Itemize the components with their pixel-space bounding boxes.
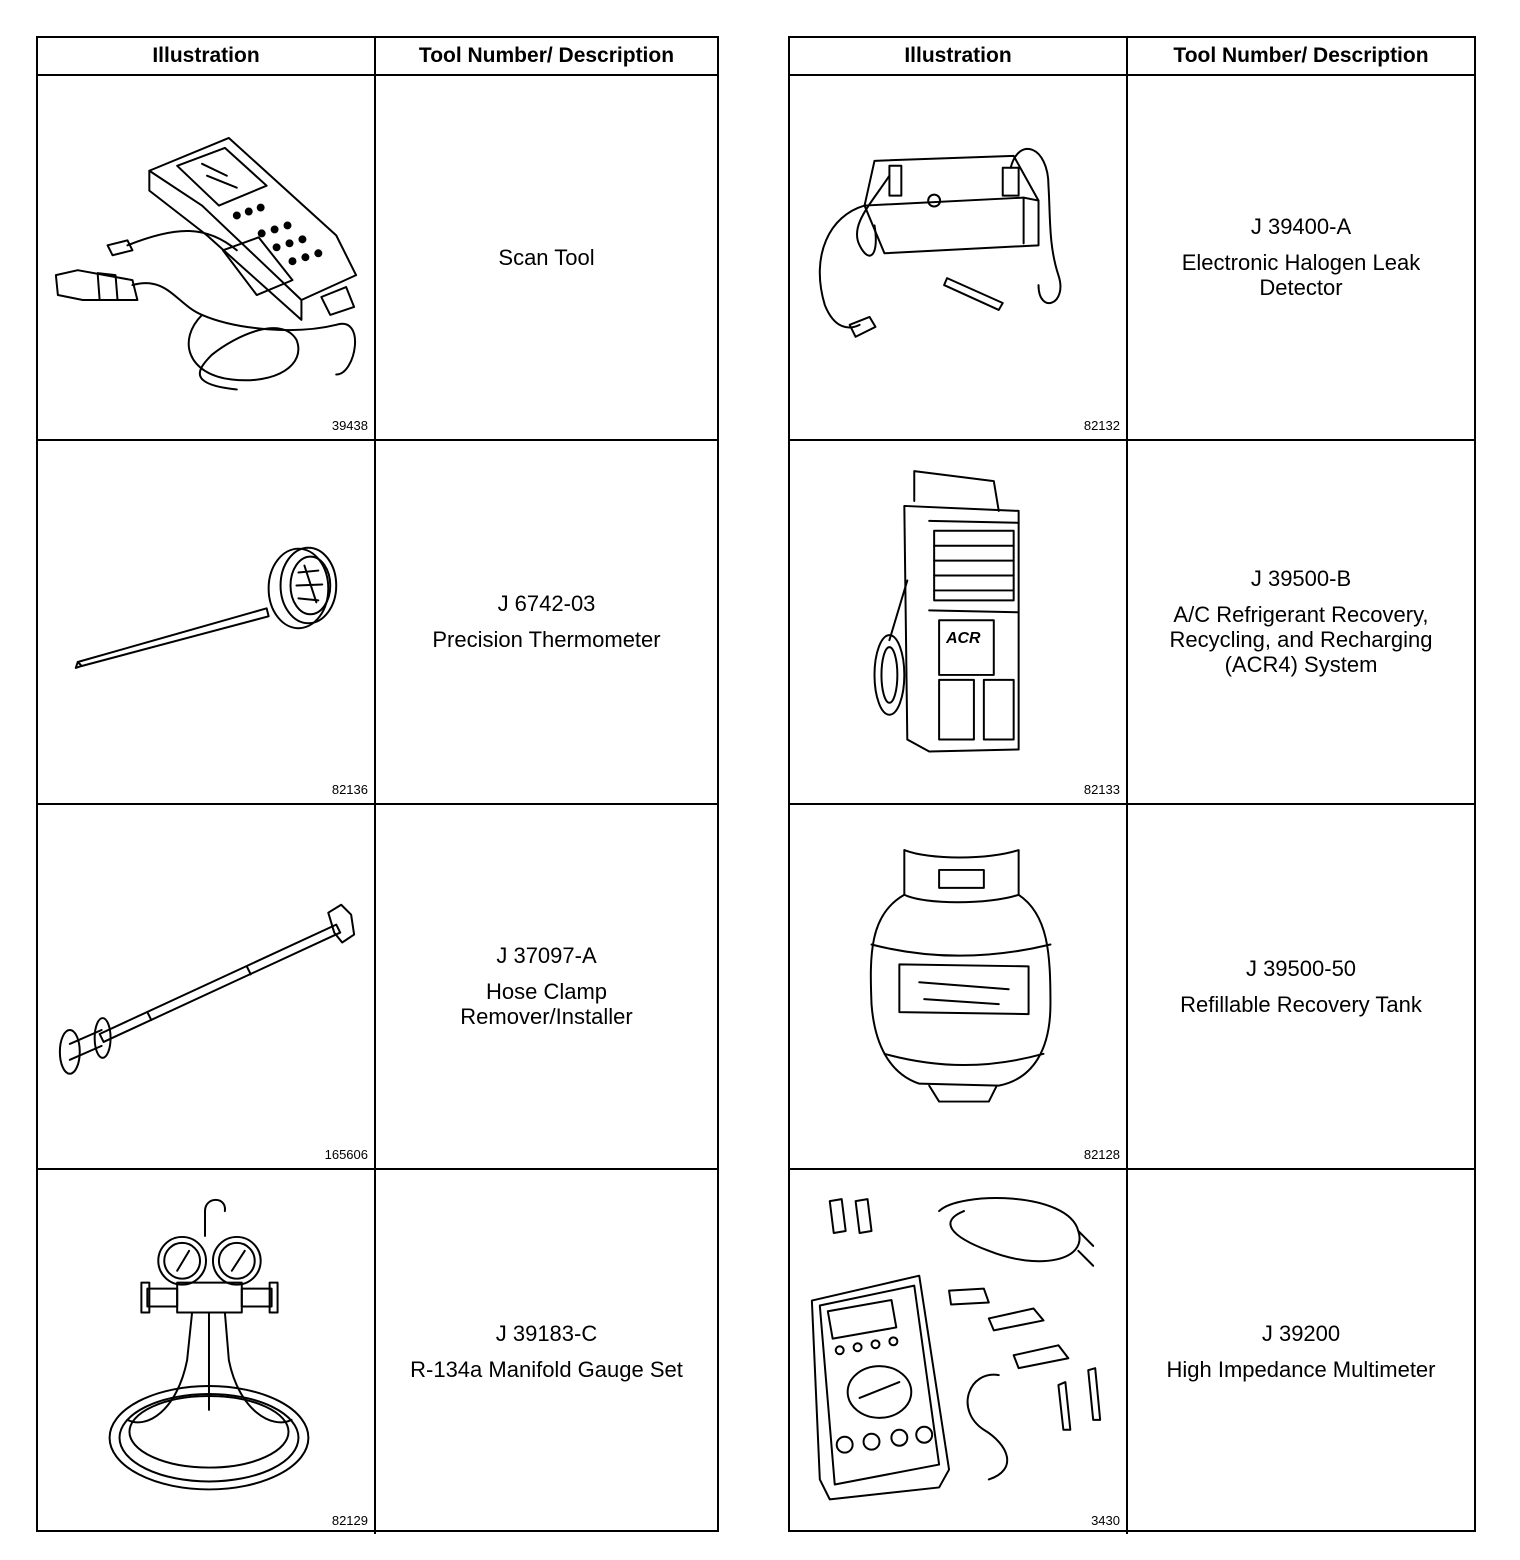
tool-description-cell: J 39500-50 Refillable Recovery Tank [1128, 805, 1474, 1168]
header-tool-description: Tool Number/ Description [1173, 44, 1429, 67]
illustration-cell: 165606 [38, 805, 376, 1168]
table-row: ACR 82133 J 39500-B A/C Refrigerant Reco… [790, 440, 1474, 805]
tool-number: J 39500-B [1250, 566, 1352, 592]
tool-number: J 39400-A [1250, 214, 1352, 240]
tools-table-right: Illustration Tool Number/ Description 82… [788, 36, 1476, 1535]
illustration-cell: 39438 [38, 76, 376, 439]
acr4-station-icon: ACR [873, 469, 1020, 752]
tool-number: J 39183-C [495, 1321, 598, 1347]
thermometer-icon [74, 546, 338, 669]
figure-number: 82129 [331, 1513, 368, 1528]
illustration-cell: 82129 [38, 1169, 376, 1534]
illustration-cell: ACR 82133 [790, 440, 1128, 803]
figure-number: 3430 [1091, 1513, 1120, 1528]
tool-name: High Impedance Multimeter [1166, 1357, 1436, 1383]
tool-name: Scan Tool [498, 244, 595, 270]
figure-number: 82133 [1083, 782, 1120, 797]
manifold-gauge-icon [108, 1198, 310, 1490]
recovery-tank-icon [869, 849, 1052, 1103]
table-row: 165606 J 37097-A Hose Clamp Remover/Inst… [38, 805, 717, 1170]
header-illustration: Illustration [790, 38, 1128, 74]
tool-description-cell: J 37097-A Hose Clamp Remover/Installer [376, 805, 717, 1168]
table-header: Illustration Tool Number/ Description [790, 38, 1474, 76]
tools-table-left: Illustration Tool Number/ Description [36, 36, 719, 1535]
figure-number: 82136 [331, 782, 368, 797]
illustration-cell: 82132 [790, 76, 1128, 439]
tool-name: A/C Refrigerant Recovery, Recycling, and… [1169, 602, 1433, 678]
tool-number: J 39200 [1261, 1321, 1341, 1347]
multimeter-icon [810, 1196, 1102, 1500]
figure-number: 39438 [331, 417, 368, 433]
tool-name: Refillable Recovery Tank [1180, 991, 1422, 1017]
hose-clamp-tool-icon [58, 903, 356, 1075]
illustration-cell: 82128 [790, 805, 1128, 1168]
tool-number: J 37097-A [496, 943, 597, 969]
tool-description-cell: Scan Tool [376, 76, 717, 439]
tool-number: J 6742-03 [497, 591, 596, 617]
tool-name: Precision Thermometer [432, 627, 661, 653]
leak-detector-icon [818, 148, 1062, 338]
table-row: 82128 J 39500-50 Refillable Recovery Tan… [790, 805, 1474, 1170]
tool-number: J 39500-50 [1245, 955, 1357, 981]
figure-number: 82132 [1083, 417, 1120, 433]
tool-description-cell: J 39400-A Electronic Halogen Leak Detect… [1128, 76, 1474, 439]
figure-number: 82128 [1083, 1146, 1120, 1162]
header-tool-description: Tool Number/ Description [418, 44, 675, 67]
table-row: 82132 J 39400-A Electronic Halogen Leak … [790, 76, 1474, 441]
header-illustration: Illustration [38, 38, 376, 74]
table-row: 82129 J 39183-C R-134a Manifold Gauge Se… [38, 1169, 717, 1535]
tool-name: R-134a Manifold Gauge Set [410, 1357, 683, 1383]
illustration-cell: 3430 [790, 1169, 1128, 1534]
scan-tool-icon [54, 136, 358, 391]
tool-name: Hose Clamp Remover/Installer [460, 979, 633, 1030]
illustration-cell: 82136 [38, 440, 376, 803]
tool-description-cell: J 6742-03 Precision Thermometer [376, 441, 717, 804]
tool-description-cell: J 39200 High Impedance Multimeter [1128, 1170, 1474, 1535]
table-header: Illustration Tool Number/ Description [38, 38, 717, 76]
table-row: 39438 Scan Tool [38, 76, 717, 441]
tool-description-cell: J 39183-C R-134a Manifold Gauge Set [376, 1170, 717, 1535]
figure-number: 165606 [324, 1146, 368, 1162]
tool-name: Electronic Halogen Leak Detector [1181, 250, 1421, 301]
tool-description-cell: J 39500-B A/C Refrigerant Recovery, Recy… [1128, 441, 1474, 804]
table-row: 3430 J 39200 High Impedance Multimeter [790, 1169, 1474, 1535]
table-row: 82136 J 6742-03 Precision Thermometer [38, 440, 717, 805]
acr-logo-text: ACR [945, 630, 981, 647]
